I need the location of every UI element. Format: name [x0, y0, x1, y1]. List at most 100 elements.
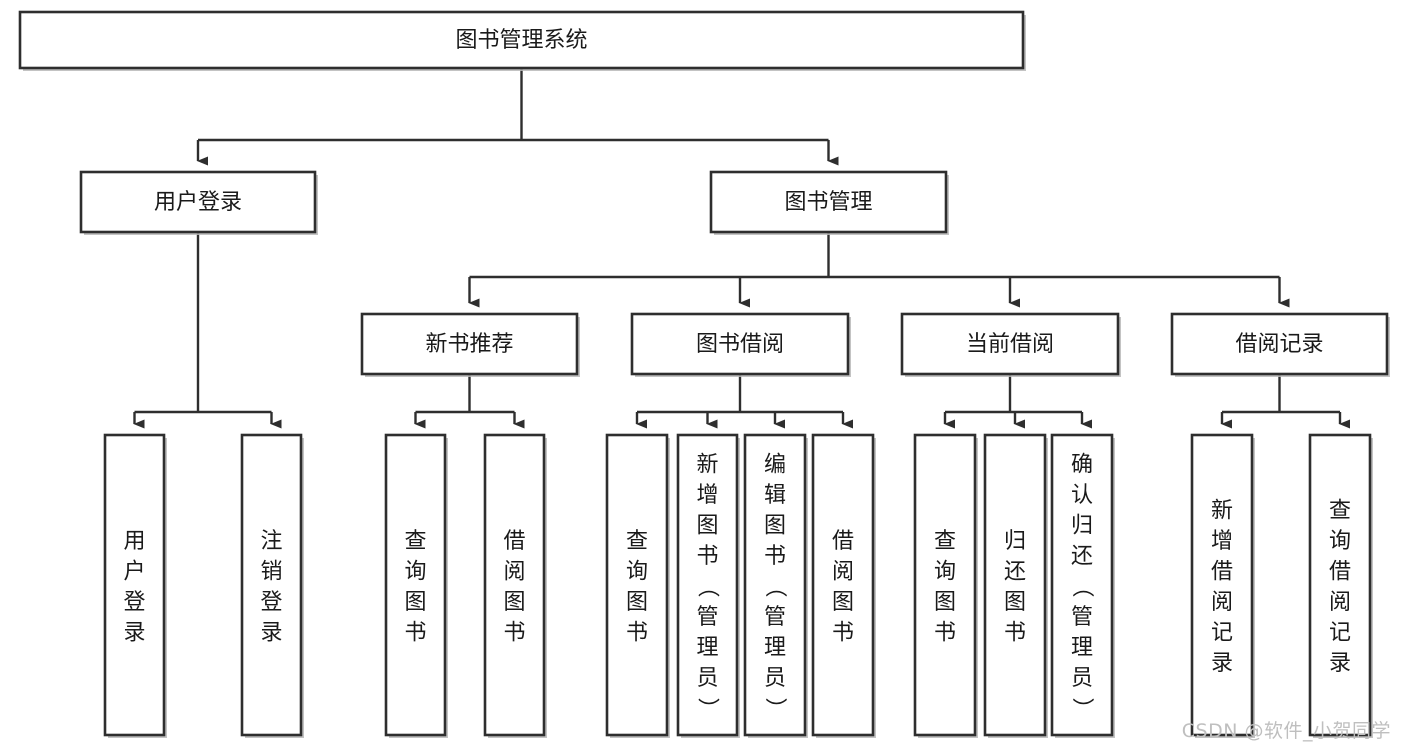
- node-label-char: 辑: [764, 483, 786, 508]
- node-root[interactable]: 图书管理系统: [18, 10, 1026, 71]
- node-rect-leaf-add-record[interactable]: [1190, 433, 1254, 737]
- node-label-char: 阅: [503, 559, 525, 584]
- node-label-char: 还: [1004, 559, 1026, 584]
- node-boxes-layer: 图书管理系统用户登录图书管理新书推荐图书借阅当前借阅借阅记录用户登录注销登录查询…: [18, 10, 1390, 738]
- node-label-char: 借: [503, 529, 525, 554]
- node-label-book-borrow: 图书借阅: [696, 332, 784, 357]
- node-label-char: ）: [1069, 698, 1094, 720]
- node-label-char: 登: [260, 590, 282, 615]
- csdn-watermark: CSDN @软件_小贺同学: [1181, 720, 1391, 742]
- node-label-char: 管: [1071, 605, 1093, 630]
- node-label-char: 注: [260, 529, 282, 554]
- node-leaf-user-login[interactable]: 用户登录: [103, 433, 167, 738]
- node-rect-book-borrow[interactable]: [630, 312, 850, 376]
- node-rect-leaf-query-record[interactable]: [1308, 433, 1372, 737]
- node-label-char: 户: [123, 559, 145, 584]
- node-label-char: 书: [1004, 620, 1026, 645]
- node-label-char: 增: [696, 483, 718, 508]
- node-label-char: 图: [503, 590, 525, 615]
- node-label-char: 归: [1071, 514, 1093, 539]
- node-label-char: 阅: [1329, 590, 1351, 615]
- node-label-char: 图: [764, 514, 786, 539]
- node-label-char: 新: [696, 453, 718, 478]
- node-rect-leaf-confirm-return[interactable]: [1050, 433, 1114, 737]
- node-rect-leaf-query-book-2[interactable]: [605, 433, 669, 737]
- node-label-char: 记: [1211, 620, 1233, 645]
- node-label-char: 员: [1071, 666, 1093, 691]
- node-rect-leaf-edit-book[interactable]: [743, 433, 807, 737]
- node-book-management[interactable]: 图书管理: [709, 170, 949, 235]
- edge-group-user-login: [133, 232, 282, 429]
- node-label-char: 登: [123, 590, 145, 615]
- node-label-char: 查: [1329, 498, 1351, 523]
- node-user-login[interactable]: 用户登录: [79, 170, 318, 235]
- edge-group-current-borrow: [943, 374, 1092, 429]
- node-label-char: 录: [260, 620, 282, 645]
- node-book-borrow[interactable]: 图书借阅: [630, 312, 851, 377]
- node-rect-leaf-user-login[interactable]: [103, 433, 166, 737]
- node-label-char: （: [695, 576, 720, 598]
- node-label-char: 理: [696, 636, 718, 661]
- node-label-char: 理: [764, 636, 786, 661]
- node-label-char: 录: [123, 620, 145, 645]
- node-borrow-records[interactable]: 借阅记录: [1170, 312, 1390, 377]
- node-label-char: 询: [934, 559, 956, 584]
- node-label-char: 阅: [1211, 590, 1233, 615]
- node-rect-leaf-query-book-1[interactable]: [384, 433, 447, 737]
- connector-edges-layer: [133, 68, 1350, 429]
- node-label-char: 员: [696, 666, 718, 691]
- node-label-char: 录: [1211, 651, 1233, 676]
- node-rect-current-borrow[interactable]: [900, 312, 1120, 376]
- node-label-user-login: 用户登录: [154, 190, 242, 215]
- node-label-char: ）: [762, 698, 787, 720]
- node-rect-borrow-records[interactable]: [1170, 312, 1389, 376]
- node-rect-book-management[interactable]: [709, 170, 948, 234]
- edge-group-book-borrow: [635, 374, 853, 429]
- node-current-borrow[interactable]: 当前借阅: [900, 312, 1121, 377]
- node-label-char: 图: [404, 590, 426, 615]
- node-rect-leaf-add-book[interactable]: [676, 433, 739, 737]
- node-rect-leaf-logout[interactable]: [240, 433, 303, 737]
- node-label-char: 管: [764, 605, 786, 630]
- node-rect-leaf-borrow-book-2[interactable]: [811, 433, 875, 737]
- node-rect-user-login[interactable]: [79, 170, 317, 234]
- node-label-char: 阅: [832, 559, 854, 584]
- node-rect-leaf-borrow-book-1[interactable]: [483, 433, 546, 737]
- node-label-char: 询: [404, 559, 426, 584]
- edge-group-root: [196, 68, 839, 166]
- node-rect-leaf-query-book-3[interactable]: [913, 433, 977, 737]
- node-label-char: 图: [1004, 590, 1026, 615]
- node-new-book-recommend[interactable]: 新书推荐: [360, 312, 580, 377]
- node-rect-new-book-recommend[interactable]: [360, 312, 579, 376]
- edge-group-book-management: [468, 232, 1290, 308]
- edge-group-borrow-records: [1220, 374, 1350, 429]
- node-label-char: 用: [123, 529, 145, 554]
- node-label-char: 借: [1329, 559, 1351, 584]
- node-label-char: 图: [626, 590, 648, 615]
- node-label-char: 确: [1071, 453, 1093, 478]
- node-rect-root[interactable]: [18, 10, 1025, 70]
- node-rect-leaf-return-book[interactable]: [983, 433, 1047, 737]
- node-label-char: 增: [1211, 529, 1233, 554]
- node-label-char: （: [1069, 576, 1094, 598]
- node-label-char: 书: [832, 620, 854, 645]
- node-label-char: 理: [1071, 636, 1093, 661]
- node-label-char: 查: [934, 529, 956, 554]
- node-label-borrow-records: 借阅记录: [1235, 332, 1323, 357]
- node-label-char: 书: [764, 544, 786, 569]
- node-label-char: 书: [404, 620, 426, 645]
- node-label-char: 认: [1071, 483, 1093, 508]
